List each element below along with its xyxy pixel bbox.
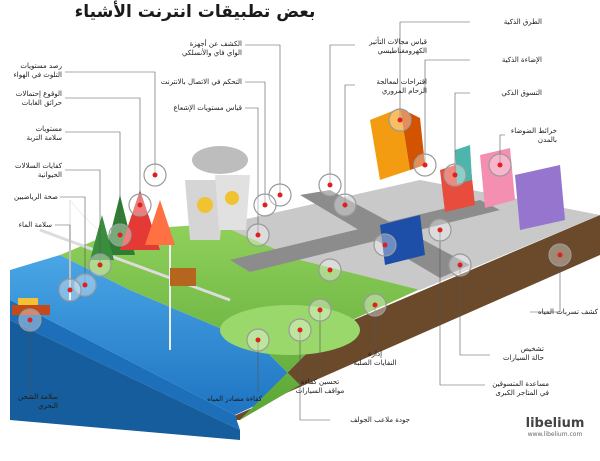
sensor-dot bbox=[27, 317, 33, 323]
label-air-pollution: رصد مستويات التلوث في الهواء bbox=[13, 62, 62, 79]
sea-front-face bbox=[10, 320, 240, 440]
sensor-dot bbox=[262, 202, 268, 208]
label-internet-control: التحكم في الاتصال بالانترنت bbox=[160, 78, 242, 86]
label-golf: جودة ملاعب الجولف bbox=[350, 416, 410, 424]
sensor-dot bbox=[372, 302, 378, 308]
sensor-dot bbox=[437, 227, 443, 233]
sensor-dot bbox=[557, 252, 563, 258]
sensor-dot bbox=[342, 202, 348, 208]
sea-front-face bbox=[10, 300, 240, 430]
label-wildlife: كفايات السلالات الحيوانية bbox=[15, 162, 62, 179]
sensor-dot bbox=[397, 117, 403, 123]
label-water-leak: كشف تسربات المياه bbox=[537, 308, 598, 316]
sensor-dot bbox=[97, 262, 103, 268]
buildings bbox=[370, 108, 565, 265]
farm-house bbox=[170, 268, 196, 286]
sensor-dot bbox=[422, 162, 428, 168]
label-forest-fire: الوقوع إحتمالات حرائق الغابات bbox=[15, 90, 62, 107]
road bbox=[230, 200, 500, 272]
label-lift-help: مساعدة المتسوقين في المتاجر الكبرى bbox=[492, 380, 549, 397]
sensor-dot bbox=[117, 232, 123, 238]
leader-lines bbox=[29, 21, 561, 421]
sensor-dot bbox=[255, 232, 261, 238]
sensor-dot bbox=[317, 307, 323, 313]
label-smart-roads: الطرق الذكية bbox=[503, 18, 542, 26]
sensor-dot bbox=[497, 162, 503, 168]
label-soil-moisture: مستويات سلامة التربة bbox=[26, 125, 62, 142]
sensor-dot bbox=[67, 287, 73, 293]
sensor-dot bbox=[255, 337, 261, 343]
ground-slab bbox=[225, 215, 600, 420]
label-wifi-detection: الكشف عن أجهزة الواي فاي والأنسلكي bbox=[181, 40, 242, 57]
page-title: بعض تطبيقات انترنت الأشياء bbox=[74, 2, 316, 22]
sensor-dot bbox=[452, 172, 458, 178]
ship bbox=[12, 298, 50, 315]
power-plant bbox=[185, 146, 250, 240]
label-radiation: قياس مستويات الإشعاع bbox=[173, 104, 242, 112]
brand-logo: libelium www.libelium.com bbox=[520, 416, 590, 438]
sensor-dot bbox=[382, 242, 388, 248]
label-water-safety: سلامة الماء bbox=[18, 221, 52, 229]
sensor-dot bbox=[457, 262, 463, 268]
sensor-dot bbox=[327, 182, 333, 188]
label-sea-safety: سلامة الشحن البحري bbox=[18, 393, 58, 410]
label-electro: قياس مجالات التأثير الكهرومغناطيسي bbox=[369, 38, 427, 55]
sensor-dot bbox=[277, 192, 283, 198]
sensor-dot bbox=[327, 267, 333, 273]
brand-name: libelium bbox=[525, 416, 585, 431]
label-sports-health: صحة الرياضيين bbox=[14, 193, 58, 201]
sensor-dot bbox=[152, 172, 158, 178]
sea bbox=[10, 255, 300, 415]
label-vehicle-diag: تشخيص حالة السيارات bbox=[502, 345, 544, 362]
label-smart-lighting: الإضاءة الذكية bbox=[501, 56, 542, 64]
sensor-dot bbox=[82, 282, 88, 288]
sensor-markers bbox=[18, 108, 572, 352]
brand-url: www.libelium.com bbox=[527, 431, 583, 438]
sensor-dot bbox=[297, 327, 303, 333]
label-smart-shopping: التسوق الذكي bbox=[501, 89, 542, 97]
sensor-dot bbox=[137, 202, 143, 208]
golf-course bbox=[220, 305, 360, 355]
label-waste: إدارة النفايات الصلبة bbox=[353, 350, 397, 367]
label-traffic: اقتراحات لمعالجة الزحام المروري bbox=[376, 78, 427, 95]
label-parking: تحسين كفاءة مواقف السيارات bbox=[295, 378, 345, 395]
label-noise-maps: خرائط الضوضاء بالمدن bbox=[510, 127, 557, 144]
label-water-sources: كفاءة مصادر المياه bbox=[207, 395, 262, 403]
